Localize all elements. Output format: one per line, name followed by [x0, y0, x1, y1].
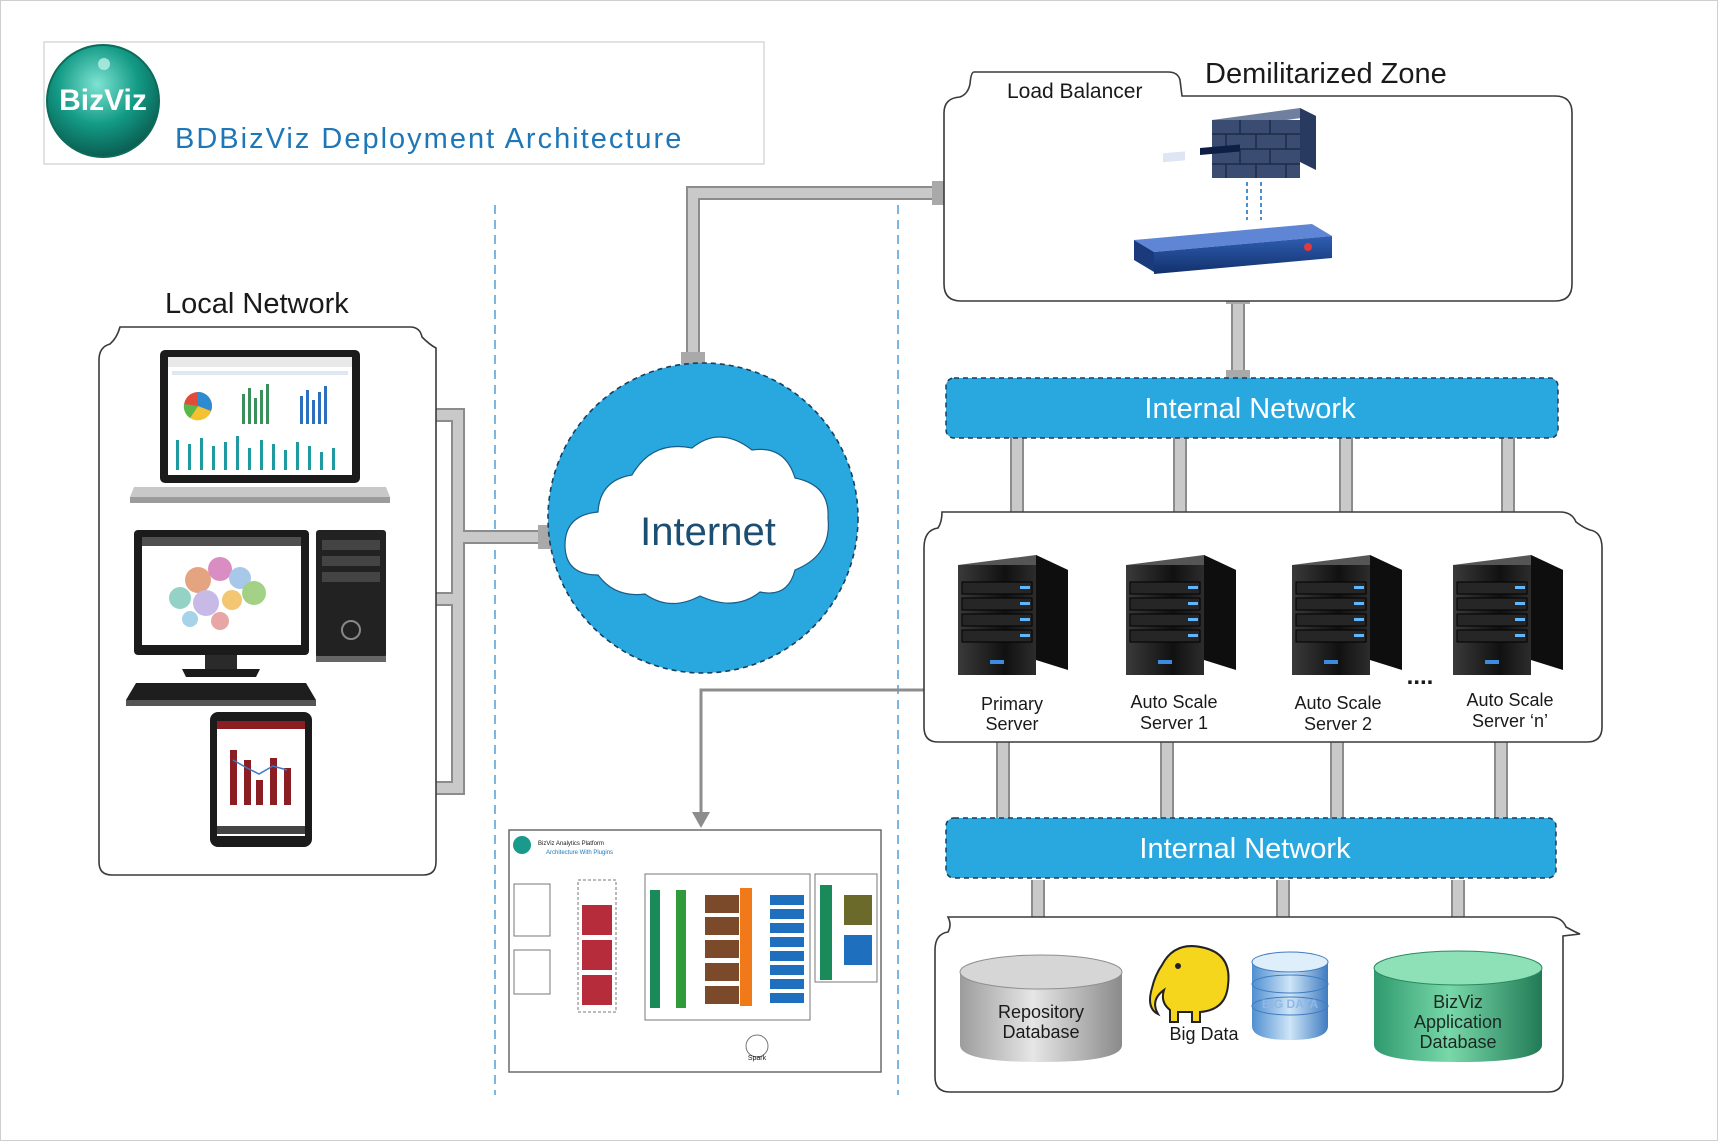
- platform-architecture-thumbnail: BizViz Analytics Platform Architecture W…: [508, 829, 882, 1073]
- server-icon: [1292, 555, 1402, 675]
- server-n-label-1: Auto Scale: [1466, 690, 1553, 710]
- load-balancer-icon: [1134, 144, 1332, 274]
- server-primary: Primary Server: [958, 555, 1068, 734]
- big-data-cylinder-text: BIG DATA: [1262, 997, 1319, 1011]
- big-data-group: BIG DATA Big Data: [1149, 945, 1329, 1044]
- bizviz-db-label-2: Application: [1414, 1012, 1502, 1032]
- internet-label: Internet: [640, 510, 776, 554]
- server-1-label-1: Auto Scale: [1130, 692, 1217, 712]
- thumb-subtitle: Architecture With Plugins: [546, 850, 613, 856]
- server-2-label-1: Auto Scale: [1294, 693, 1381, 713]
- internal-network-bottom-label: Internal Network: [1139, 833, 1351, 865]
- platform-arrow-head: [692, 812, 710, 828]
- bizviz-logo-icon: [47, 45, 159, 157]
- repository-database-icon: Repository Database: [959, 954, 1123, 1062]
- server-icon: [1453, 555, 1563, 675]
- repository-label-1: Repository: [998, 1002, 1084, 1022]
- dmz-box: [943, 71, 1573, 302]
- big-data-database-icon: BIG DATA: [1251, 951, 1329, 1040]
- internal-network-bottom: Internal Network: [945, 817, 1557, 879]
- cloud-icon: [564, 436, 829, 605]
- hadoop-elephant-icon: [1149, 945, 1230, 1023]
- logo-text: BizViz: [59, 84, 147, 117]
- local-network-panel: Local Network: [98, 288, 437, 876]
- server-icon: [958, 555, 1068, 675]
- header-box: [43, 41, 765, 165]
- dmz-panel: Demilitarized Zone Load Balancer: [943, 58, 1573, 302]
- bizviz-app-database-icon: BizViz Application Database: [1373, 950, 1543, 1062]
- page-title: BDBizViz Deployment Architecture: [175, 123, 683, 155]
- server-auto-scale-2: Auto Scale Server 2: [1292, 555, 1402, 734]
- server-icon: [1126, 555, 1236, 675]
- thumb-spark-label: Spark: [748, 1055, 767, 1062]
- tablet-icon: [210, 712, 312, 847]
- header-panel: BizViz BDBizViz Deployment Architecture: [43, 41, 765, 165]
- platform-arrow-line: [699, 688, 925, 815]
- server-n-label-2: Server ‘n’: [1472, 711, 1548, 731]
- servers-box: [923, 511, 1603, 743]
- bizviz-db-label-3: Database: [1419, 1032, 1496, 1052]
- dmz-tab-label: Load Balancer: [1007, 80, 1142, 103]
- server-primary-label-1: Primary: [981, 694, 1043, 714]
- dmz-title: Demilitarized Zone: [1205, 58, 1447, 90]
- local-network-title: Local Network: [165, 288, 349, 320]
- server-primary-label-2: Server: [985, 714, 1038, 734]
- internal-network-top-label: Internal Network: [1144, 393, 1356, 425]
- server-1-label-2: Server 1: [1140, 713, 1208, 733]
- laptop-icon: [130, 350, 390, 503]
- desktop-icon: [126, 530, 386, 706]
- big-data-label: Big Data: [1169, 1024, 1239, 1044]
- servers-ellipsis: ....: [1407, 663, 1434, 690]
- internal-network-top: Internal Network: [945, 377, 1559, 439]
- server-auto-scale-n: Auto Scale Server ‘n’: [1453, 555, 1563, 731]
- servers-panel: [923, 511, 1603, 743]
- repository-label-2: Database: [1002, 1022, 1079, 1042]
- thumb-modules: [582, 885, 872, 1008]
- server-auto-scale-1: Auto Scale Server 1: [1126, 555, 1236, 733]
- thumb-title: BizViz Analytics Platform: [538, 841, 604, 847]
- server-2-label-2: Server 2: [1304, 714, 1372, 734]
- bizviz-db-label-1: BizViz: [1433, 992, 1483, 1012]
- internet-node: Internet: [547, 362, 859, 674]
